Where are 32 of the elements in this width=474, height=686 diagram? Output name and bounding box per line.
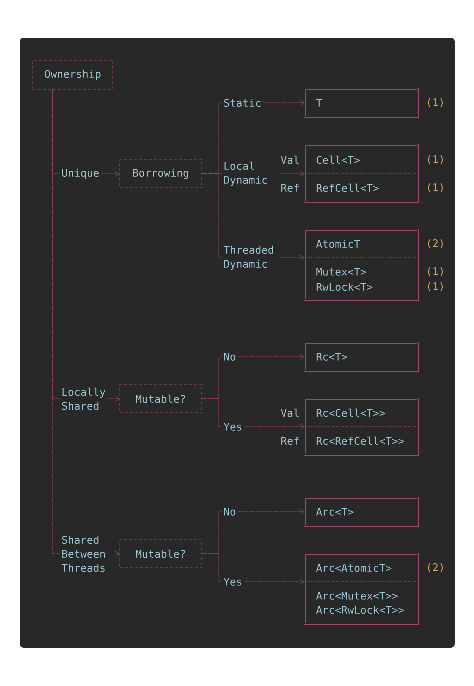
- decision-box: Mutable?: [120, 384, 202, 414]
- footnote-number: (1): [428, 282, 443, 292]
- row-label: Val: [281, 156, 299, 164]
- result-box: Rc<T>: [304, 342, 419, 372]
- decision-box: Ownership: [32, 60, 114, 90]
- edge-label: Shared Between Threads: [60, 534, 116, 574]
- edge-label: Yes: [222, 576, 244, 588]
- footnote-number: (1): [428, 267, 443, 277]
- result-box: Rc<Cell<T>> Rc<RefCell<T>>: [304, 398, 419, 456]
- footnote-number: (1): [428, 98, 443, 108]
- result-box: Arc<T>: [304, 497, 419, 527]
- edge-label: Unique: [60, 167, 102, 181]
- edge-label: No: [222, 506, 238, 518]
- result-box: T: [304, 88, 419, 118]
- edge-label: Static: [222, 97, 264, 109]
- decision-box: Borrowing: [120, 160, 202, 188]
- footnote-number: (2): [428, 239, 443, 249]
- edge-label: Locally Shared: [60, 386, 108, 412]
- decision-box: Mutable?: [120, 540, 202, 568]
- row-label: Val: [281, 408, 299, 418]
- edge-label: No: [222, 352, 238, 362]
- row-label: Ref: [282, 436, 299, 446]
- row-label: Ref: [282, 184, 299, 192]
- footnote-number: (2): [428, 563, 443, 573]
- result-box: AtomicT Mutex<T> RwLock<T>: [304, 229, 419, 301]
- result-box: Cell<T> RefCell<T>: [304, 144, 419, 203]
- edge-label: Threaded Dynamic: [222, 244, 280, 272]
- edge-label: Local Dynamic: [222, 160, 280, 188]
- result-box: Arc<AtomicT> Arc<Mutex<T>> Arc<RwLock<T>>: [304, 553, 419, 625]
- footnote-number: (1): [428, 155, 443, 165]
- footnote-number: (1): [428, 183, 443, 193]
- edge-label: Yes: [222, 422, 244, 432]
